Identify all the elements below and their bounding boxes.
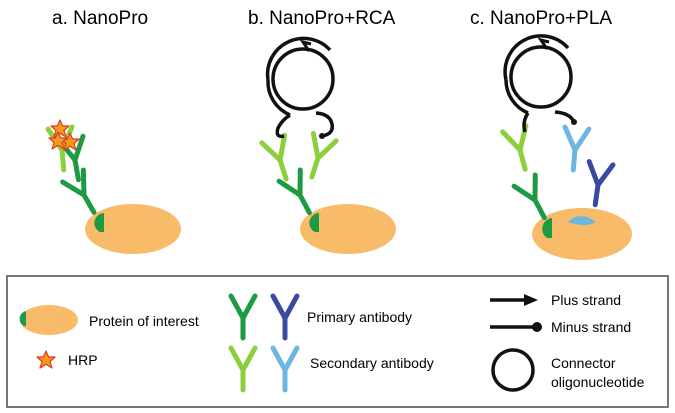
panel-b-title: b. NanoPro+RCA — [248, 8, 396, 29]
legend-protein: Protein of interest — [19, 305, 199, 335]
legend-plus-strand: Plus strand — [490, 292, 621, 308]
plus-strand-icon — [490, 294, 538, 306]
legend-secondary-label: Secondary antibody — [310, 355, 434, 371]
legend-connector-label-1: Connector — [551, 355, 616, 371]
protein-icon — [20, 305, 78, 335]
panel-b-diagram — [262, 36, 396, 254]
panel-a-title: a. NanoPro — [52, 8, 148, 29]
primary-antibody-icon — [63, 170, 105, 218]
legend-protein-label: Protein of interest — [89, 313, 199, 329]
minus-strand-icon — [490, 322, 542, 332]
panel-a-diagram — [48, 119, 181, 254]
legend-minus-strand: Minus strand — [490, 319, 631, 335]
panel-c-title: c. NanoPro+PLA — [470, 8, 612, 29]
panel-c-diagram — [503, 34, 632, 260]
legend-hrp-label: HRP — [68, 352, 98, 368]
legend-primary-label: Primary antibody — [307, 309, 412, 325]
connector-oligonucleotide-icon — [491, 348, 535, 392]
legend-connector: Connector oligonucleotide — [491, 348, 645, 392]
legend-secondary-antibody: Secondary antibody — [231, 348, 434, 390]
legend-connector-label-2: oligonucleotide — [551, 374, 645, 390]
legend-box — [6, 275, 669, 408]
legend-primary-antibody: Primary antibody — [231, 296, 412, 338]
legend-plus-label: Plus strand — [551, 292, 621, 308]
legend-minus-label: Minus strand — [551, 319, 631, 335]
protein-icon — [85, 204, 181, 254]
legend-hrp: HRP — [36, 350, 98, 369]
